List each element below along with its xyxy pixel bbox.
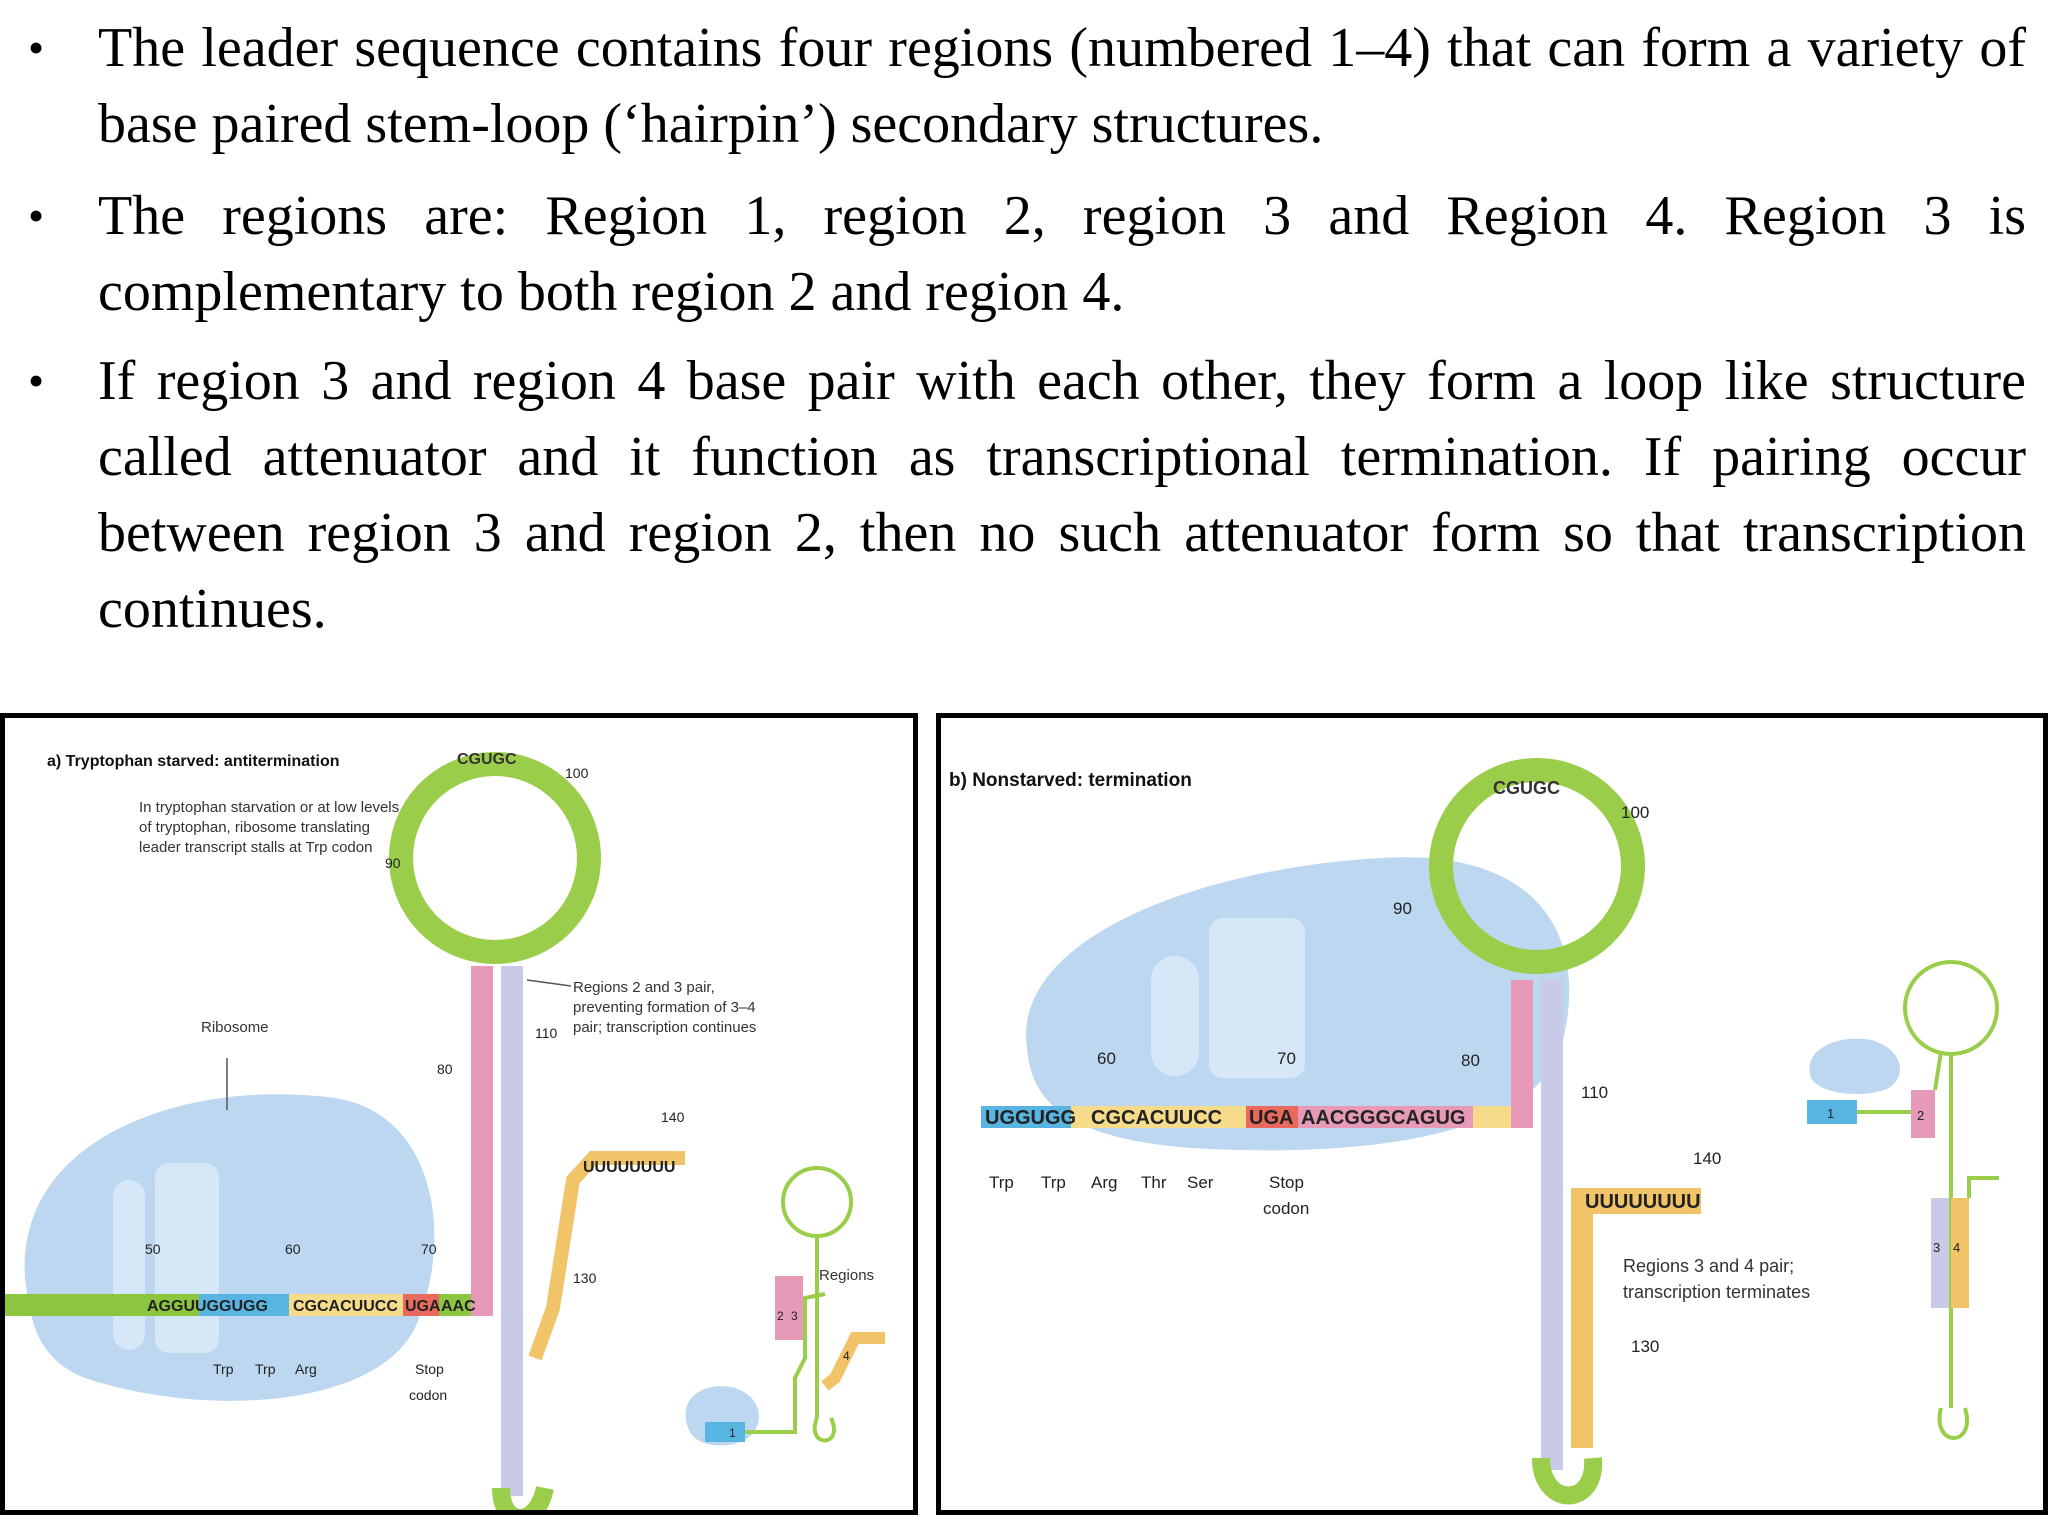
position-110: 110 [1581,1083,1608,1102]
schematic-region-4: 4 [843,1349,850,1363]
stop-codon-segment [403,1294,439,1316]
stop-codon-label: codon [409,1387,447,1403]
figure-panel-antitermination: CGUGC 100 90 80 110 130 140 50 60 70 AGG… [0,713,918,1515]
leader-sequence-mid: CGCACUUCC [293,1298,398,1315]
stop-codon-label: Stop [415,1361,444,1377]
position-70: 70 [1277,1049,1296,1068]
figure-b-diagram: CGUGC 100 90 80 110 130 140 60 70 UGGUGG… [949,758,1999,1505]
position-60: 60 [285,1241,301,1257]
bullet-marker: • [28,22,45,73]
regions-label: Regions [819,1267,874,1284]
region-3-stem [1541,980,1563,1470]
ribosome-label: Ribosome [201,1019,269,1036]
ribosome-shape [24,1094,435,1401]
bottom-loop [1532,1457,1603,1505]
hairpin-loop [1429,758,1645,974]
region-2-stem [471,966,493,1316]
position-140: 140 [1693,1149,1721,1168]
bottom-loop [492,1485,554,1510]
poly-u-tail: UUUUUUUU [1585,1191,1701,1213]
loop-sequence: CGUGC [457,751,517,768]
codon-label: Ser [1187,1173,1214,1192]
codon-label: Arg [1091,1173,1117,1192]
schematic-region-1: 1 [1827,1106,1834,1121]
loop-sequence: CGUGC [1493,778,1560,798]
ribosome-tunnel-right [155,1163,219,1353]
schematic-region-3: 3 [791,1309,798,1323]
poly-u-tail: UUUUUUUU [583,1159,675,1176]
figure-a-title: a) Tryptophan starved: antitermination [47,753,339,770]
codon-label: Arg [295,1361,317,1377]
bullet-text: The leader sequence contains four region… [98,17,2026,155]
figure-a-caption: In tryptophan starvation or at low level… [139,799,399,816]
position-80: 80 [1461,1051,1480,1070]
schematic-region-4: 4 [1953,1240,1960,1255]
trp-codons-sequence: UGGUGG [985,1107,1076,1129]
position-140: 140 [661,1109,685,1125]
position-110: 110 [535,1025,558,1041]
stop-sequence: UGA [1249,1107,1293,1129]
ribosome-tunnel-left [1151,956,1199,1076]
region-3-stem [501,966,523,1496]
schematic-region-1: 1 [729,1426,736,1440]
region-4-arm [528,1151,685,1361]
stop-codon-label: codon [1263,1199,1309,1218]
pairing-note: transcription terminates [1623,1282,1810,1302]
stop-sequence: UGA [405,1298,441,1315]
stop-codon-segment [1246,1106,1298,1128]
schematic-ribosome [1809,1038,1901,1094]
position-60: 60 [1097,1049,1116,1068]
position-80: 80 [437,1061,453,1077]
codon-label: Trp [989,1173,1014,1192]
codon-label: Thr [1141,1173,1167,1192]
hairpin-loop [389,752,601,964]
position-100: 100 [565,765,589,781]
position-70: 70 [421,1241,437,1257]
ribosome-tunnel-right [1209,918,1305,1078]
bullet-marker: • [28,355,45,406]
position-130: 130 [573,1270,597,1286]
schematic-region-2: 2 [1917,1108,1924,1123]
codon-label: Trp [255,1361,276,1377]
region-2-stem [1511,980,1533,1128]
figure-a-caption: leader transcript stalls at Trp codon [139,839,372,856]
figure-b-title: b) Nonstarved: termination [949,770,1192,791]
ribosome-tunnel-left [113,1180,145,1350]
pairing-note: pair; transcription continues [573,1019,756,1036]
bullet-text: The regions are: Region 1, region 2, reg… [98,185,2026,323]
region-4-stem [1571,1188,1593,1448]
region-4-top [1581,1188,1701,1214]
figure-a-caption: of tryptophan, ribosome translating [139,819,370,836]
leader-sequence-mid: CGCACUUCC [1091,1107,1222,1129]
codon-label: Trp [213,1361,234,1377]
region-1-segment [199,1294,289,1316]
bullet-marker: • [28,190,45,241]
pairing-note: Regions 2 and 3 pair, [573,979,715,996]
position-90: 90 [385,855,401,871]
pairing-note: Regions 3 and 4 pair; [1623,1256,1794,1276]
codon-label: Trp [1041,1173,1066,1192]
region-1-segment [981,1106,1071,1128]
leader-sequence-end: AAC [441,1298,476,1315]
schematic-region-2: 2 [777,1309,784,1323]
position-50: 50 [145,1241,161,1257]
figure-a-diagram: CGUGC 100 90 80 110 130 140 50 60 70 AGG… [5,751,885,1510]
stop-codon-label: Stop [1269,1173,1304,1192]
leader-sequence-end: AACGGGCAGUG [1301,1107,1465,1129]
leader-sequence-start: AGGUUGGUGG [147,1298,268,1315]
schematic-region-3: 3 [1933,1240,1940,1255]
position-130: 130 [1631,1337,1659,1356]
position-100: 100 [1621,803,1649,822]
figure-panel-termination: CGUGC 100 90 80 110 130 140 60 70 UGGUGG… [936,713,2048,1515]
pairing-note: preventing formation of 3–4 [573,999,756,1016]
bullet-text: If region 3 and region 4 base pair with … [98,350,2026,640]
position-90: 90 [1393,899,1412,918]
